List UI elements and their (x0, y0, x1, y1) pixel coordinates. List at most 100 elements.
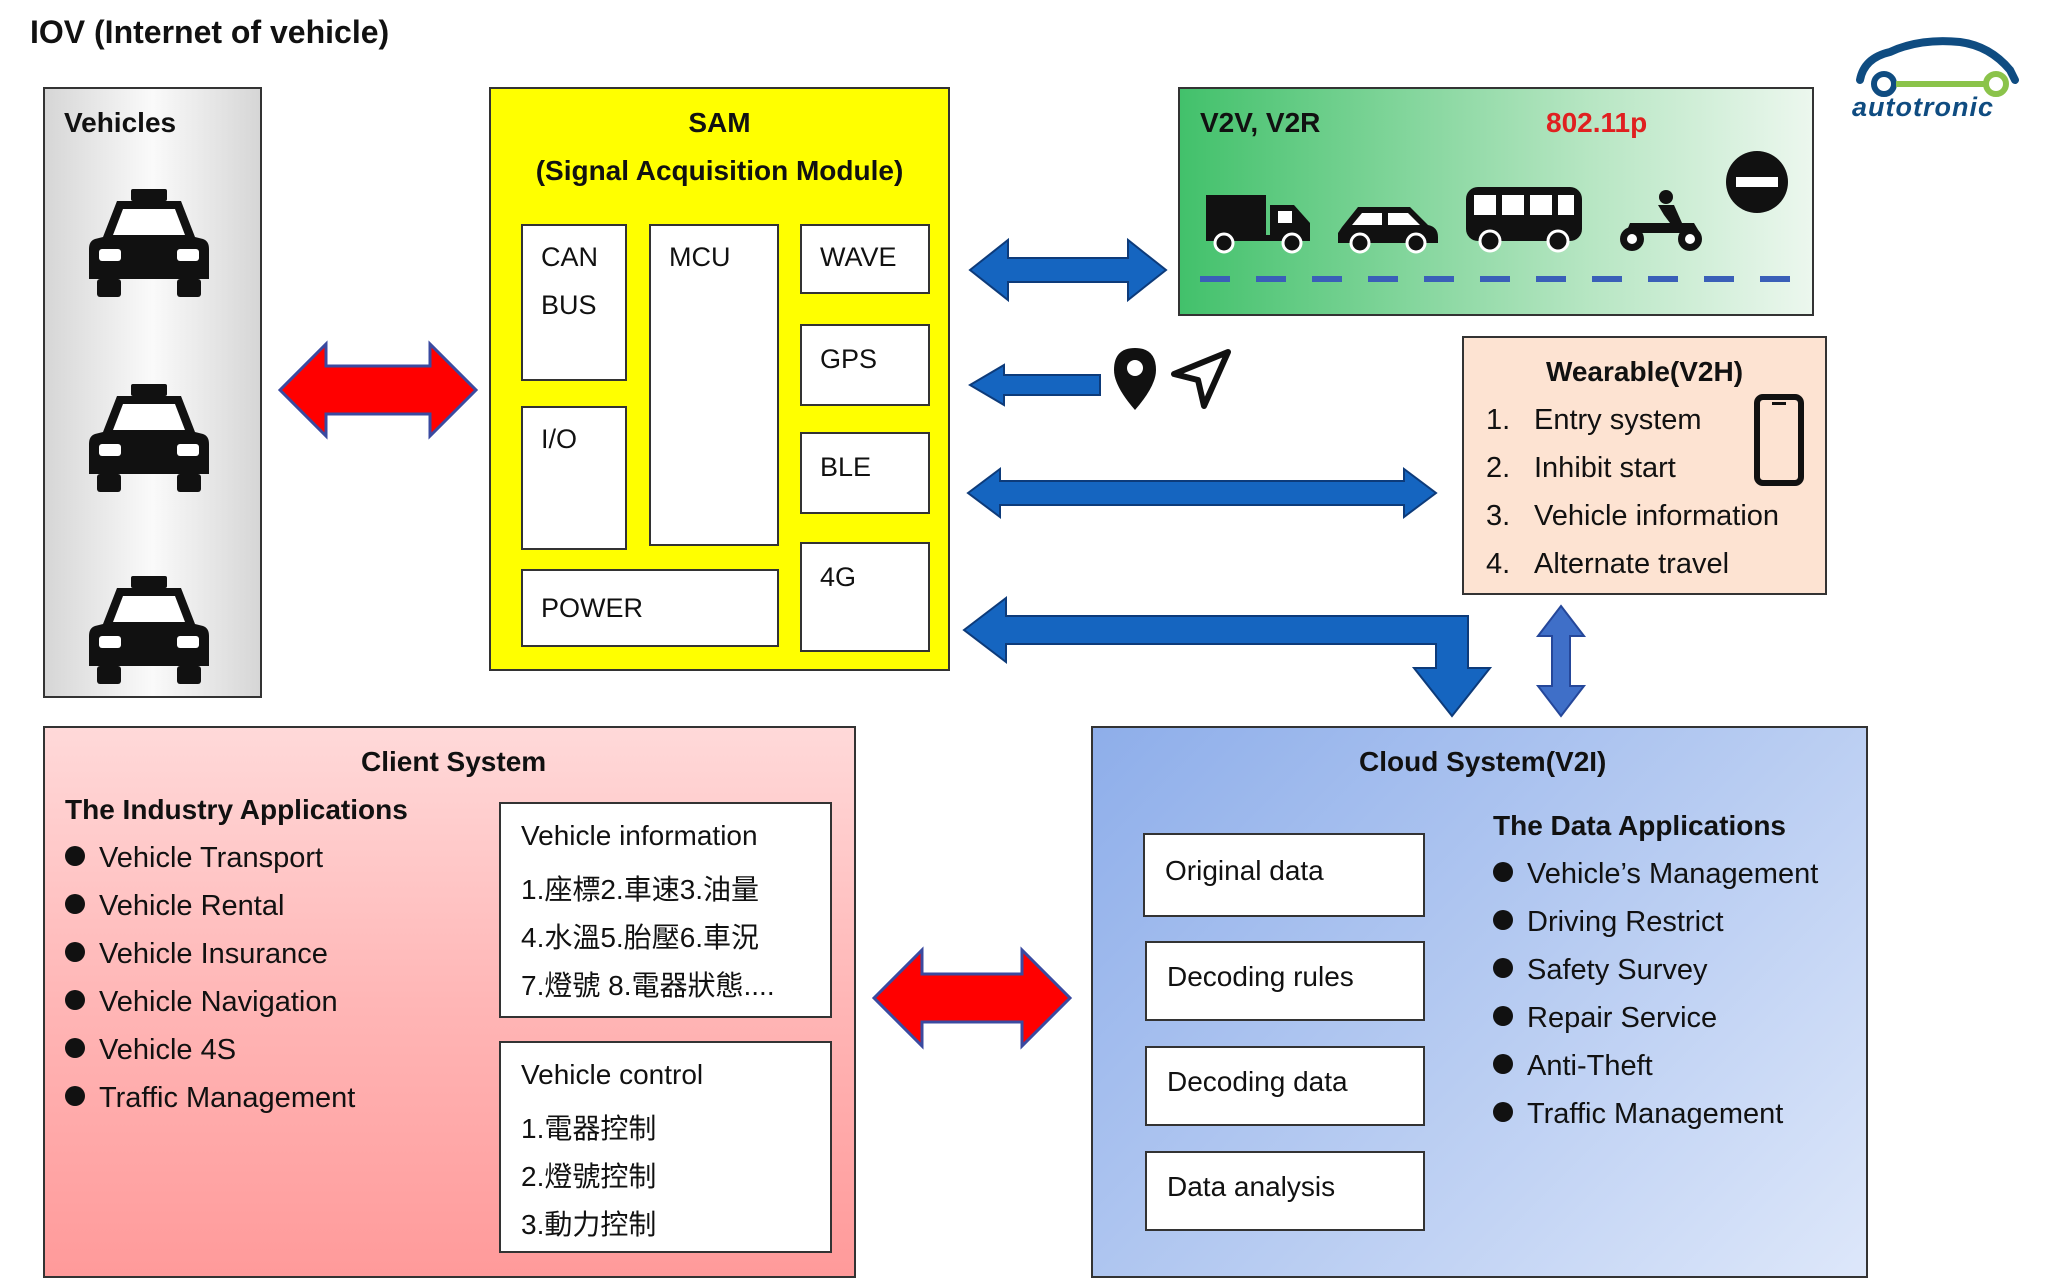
client-title: Client System (361, 746, 547, 777)
4g-module: 4G (800, 542, 930, 652)
autotronic-logo: autotronic (1850, 30, 2030, 125)
cloud-system-panel: Cloud System(V2I) Original data Decoding… (1091, 726, 1868, 1278)
ble-label: BLE (820, 452, 872, 482)
bullet-icon (1493, 910, 1513, 931)
decoding-data-label: Decoding data (1167, 1066, 1348, 1097)
client-app-label: Vehicle Insurance (99, 938, 328, 970)
wave-label: WAVE (820, 242, 897, 272)
elbow-arrow-blue-icon (962, 595, 1493, 718)
cloud-app-item: Driving Restrict (1493, 906, 1724, 939)
decoding-rules-label: Decoding rules (1167, 961, 1354, 992)
power-label: POWER (541, 593, 644, 623)
vehicle-control-line: 3.動力控制 (521, 1209, 657, 1240)
arrow-left-blue-icon (968, 363, 1101, 407)
cloud-app-label: Safety Survey (1527, 954, 1708, 986)
cloud-app-item: Traffic Management (1493, 1098, 1783, 1131)
wearable-panel: Wearable(V2H) 1. Entry system 2. Inhibit… (1462, 336, 1827, 595)
item-number: 1. (1486, 404, 1511, 436)
client-app-label: Vehicle 4S (99, 1034, 237, 1066)
client-app-item: Traffic Management (65, 1082, 355, 1115)
decoding-data-box: Decoding data (1145, 1046, 1425, 1126)
cloud-title: Cloud System(V2I) (1359, 746, 1607, 777)
vehicle-information-line: 1.座標2.車速3.油量 (521, 874, 760, 905)
wave-module: WAVE (800, 224, 930, 294)
client-app-item: Vehicle Insurance (65, 938, 328, 971)
client-app-item: Vehicle Transport (65, 842, 323, 875)
item-number: 3. (1486, 500, 1511, 532)
cloud-app-item: Repair Service (1493, 1002, 1717, 1035)
road-dashed-line-icon (1200, 276, 1800, 282)
taxi-icon (89, 189, 209, 297)
taxi-icon (89, 576, 209, 684)
original-data-box: Original data (1143, 833, 1425, 917)
vehicles-label: Vehicles (64, 107, 177, 138)
cloud-app-label: Anti-Theft (1527, 1050, 1653, 1082)
vehicle-control-line: 1.電器控制 (521, 1113, 657, 1144)
bullet-icon (1493, 1054, 1513, 1075)
power-module: POWER (521, 569, 779, 647)
bullet-icon (65, 990, 85, 1011)
io-module: I/O (521, 406, 627, 550)
vehicle-information-title: Vehicle information (521, 820, 758, 851)
bullet-icon (1493, 862, 1513, 883)
logo-text: autotronic (1852, 92, 1994, 122)
double-arrow-blue-long-icon (966, 467, 1438, 519)
sam-title: SAM (688, 107, 751, 138)
wearable-title: Wearable(V2H) (1545, 356, 1744, 387)
v2v-label: V2V, V2R (1200, 107, 1321, 138)
client-subtitle: The Industry Applications (65, 794, 408, 825)
can-bus-module: CAN BUS (521, 224, 627, 381)
bus-icon (1466, 187, 1582, 253)
client-app-label: Vehicle Navigation (99, 986, 338, 1018)
item-text: Alternate travel (1534, 548, 1730, 580)
protocol-label: 802.11p (1546, 107, 1648, 138)
vehicle-control-box: Vehicle control 1.電器控制 2.燈號控制 3.動力控制 (499, 1041, 832, 1253)
item-text: Vehicle information (1534, 500, 1780, 532)
client-app-item: Vehicle 4S (65, 1034, 236, 1067)
original-data-label: Original data (1165, 855, 1324, 886)
client-system-panel: Client System The Industry Applications … (43, 726, 856, 1278)
wearable-item: 2. Inhibit start (1486, 452, 1676, 485)
bullet-icon (65, 1086, 85, 1107)
bullet-icon (65, 942, 85, 963)
truck-icon (1206, 195, 1310, 254)
4g-label: 4G (820, 562, 857, 592)
gps-label: GPS (820, 344, 878, 374)
bus-label: BUS (541, 290, 597, 320)
client-app-item: Vehicle Navigation (65, 986, 338, 1019)
item-number: 2. (1486, 452, 1511, 484)
bullet-icon (65, 894, 85, 915)
vehicle-control-title: Vehicle control (521, 1059, 704, 1090)
vertical-double-arrow-blue-icon (1535, 604, 1587, 718)
wearable-item: 4. Alternate travel (1486, 548, 1729, 581)
cloud-app-label: Traffic Management (1527, 1098, 1784, 1130)
ble-module: BLE (800, 432, 930, 514)
car-logo-icon (1856, 37, 2019, 97)
gps-module: GPS (800, 324, 930, 406)
bullet-icon (1493, 1006, 1513, 1027)
client-app-label: Vehicle Transport (99, 842, 324, 874)
cloud-app-label: Vehicle’s Management (1527, 858, 1819, 890)
client-app-label: Traffic Management (99, 1082, 356, 1114)
sam-panel: SAM (Signal Acquisition Module) CAN BUS … (489, 87, 950, 671)
double-arrow-blue-icon (968, 237, 1168, 303)
cloud-subtitle: The Data Applications (1493, 810, 1787, 841)
mcu-label: MCU (669, 242, 731, 272)
v2v-panel: V2V, V2R 802.11p (1178, 87, 1814, 316)
sam-subtitle: (Signal Acquisition Module) (535, 155, 904, 186)
can-label: CAN (541, 242, 599, 272)
cloud-app-item: Safety Survey (1493, 954, 1708, 987)
io-label: I/O (541, 424, 578, 454)
decoding-rules-box: Decoding rules (1145, 941, 1425, 1021)
bullet-icon (65, 846, 85, 867)
data-analysis-box: Data analysis (1145, 1151, 1425, 1231)
double-arrow-red-icon (277, 340, 479, 440)
vehicle-information-box: Vehicle information 1.座標2.車速3.油量 4.水溫5.胎… (499, 802, 832, 1018)
taxi-icon (89, 384, 209, 492)
item-number: 4. (1486, 548, 1511, 580)
location-pin-icon (1114, 348, 1156, 410)
bullet-icon (1493, 1102, 1513, 1123)
client-app-item: Vehicle Rental (65, 890, 284, 923)
double-arrow-red-icon (871, 946, 1073, 1050)
vehicle-information-line: 7.燈號 8.電器狀態.... (521, 970, 775, 1001)
